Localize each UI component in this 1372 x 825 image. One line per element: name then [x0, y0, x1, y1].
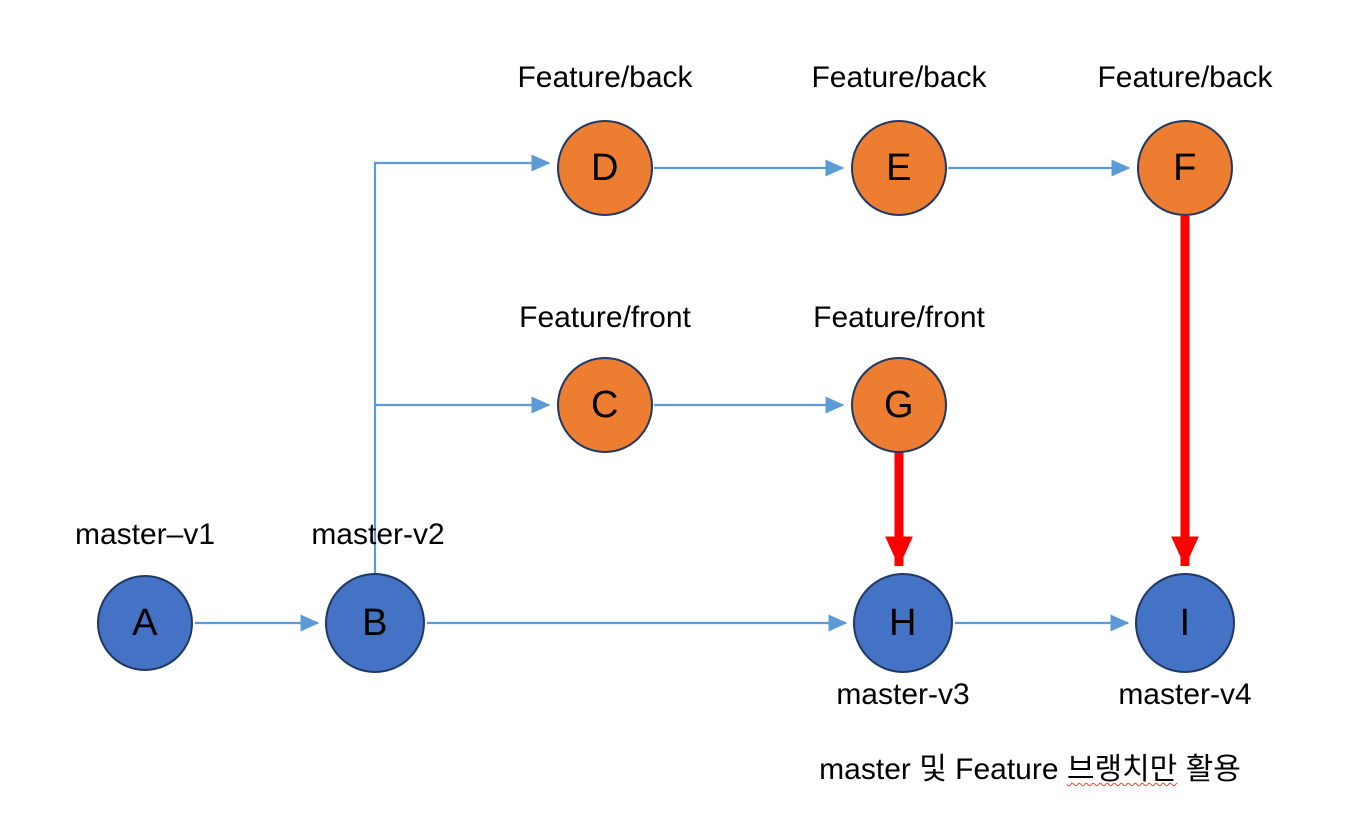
caption-prefix: master 및 Feature	[819, 753, 1067, 786]
commit-node-D[interactable]: D	[557, 120, 653, 216]
node-tag-D: Feature/back	[517, 61, 693, 94]
commit-node-H[interactable]: H	[853, 573, 953, 673]
commit-node-B[interactable]: B	[325, 573, 425, 673]
commit-node-I[interactable]: I	[1135, 573, 1235, 673]
commit-node-E[interactable]: E	[851, 120, 947, 216]
diagram-caption: master 및 Feature 브랭치만 활용	[819, 755, 1241, 785]
commit-node-F[interactable]: F	[1137, 120, 1233, 216]
commit-node-C[interactable]: C	[557, 357, 653, 453]
commit-node-G[interactable]: G	[851, 357, 947, 453]
caption-suffix: 활용	[1177, 753, 1241, 786]
node-tag-A: master–v1	[74, 518, 216, 551]
node-tag-C: Feature/front	[519, 301, 691, 334]
node-tag-E: Feature/back	[811, 61, 987, 94]
node-tag-F: Feature/back	[1097, 61, 1273, 94]
node-tag-I: master-v4	[1118, 678, 1252, 711]
caption-misspelled-term: 브랭치만	[1066, 753, 1178, 786]
commit-node-A[interactable]: A	[97, 575, 193, 671]
node-tag-G: Feature/front	[813, 301, 985, 334]
node-tag-B: master-v2	[311, 518, 445, 551]
node-tag-H: master-v3	[836, 678, 970, 711]
